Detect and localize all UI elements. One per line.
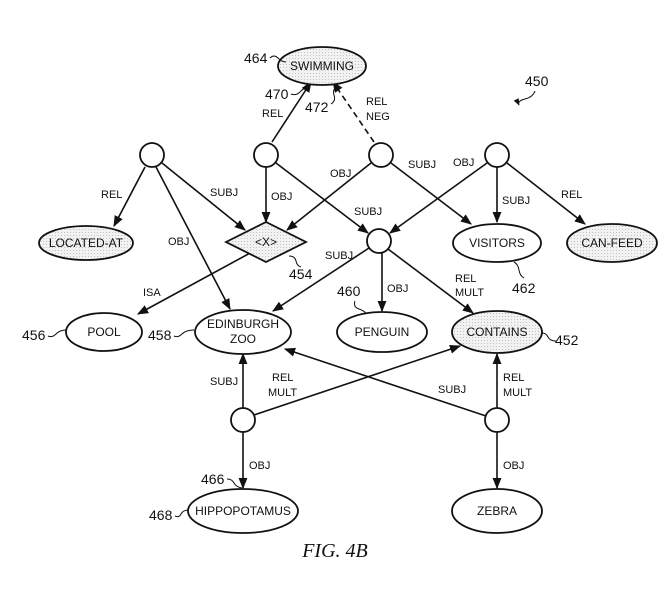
concept-can-feed: CAN-FEED bbox=[566, 223, 658, 263]
edge-c1-located-at bbox=[113, 166, 146, 227]
concept-located-at: LOCATED-AT bbox=[38, 225, 134, 261]
relation-node-6 bbox=[230, 407, 256, 433]
concept-swimming-label: SWIMMING bbox=[290, 59, 354, 73]
concept-edinburgh-zoo-label-1: EDINBURGH bbox=[207, 317, 279, 331]
edge-c4-c5 bbox=[389, 162, 488, 234]
edge-label: REL bbox=[101, 189, 122, 201]
ref-450: 450 bbox=[525, 73, 549, 89]
edge-label: MULT bbox=[268, 387, 297, 399]
concept-penguin-label: PENGUIN bbox=[355, 325, 410, 339]
concept-swimming: SWIMMING bbox=[277, 46, 367, 86]
relation-nodes bbox=[139, 142, 510, 433]
edge-label: SUBJ bbox=[502, 195, 530, 207]
edge-c3-x bbox=[286, 162, 372, 231]
edge-label: REL bbox=[262, 108, 283, 120]
edge-c3-visitors bbox=[390, 162, 472, 225]
relation-node-3 bbox=[368, 142, 394, 168]
ref-456: 456 bbox=[22, 327, 46, 343]
edge-label: REL bbox=[366, 96, 387, 108]
concept-pool: POOL bbox=[65, 312, 143, 352]
ref-462: 462 bbox=[512, 280, 536, 296]
ref-472: 472 bbox=[305, 99, 329, 115]
concept-hippopotamus: HIPPOPOTAMUS bbox=[187, 488, 299, 534]
concept-x-label: <X> bbox=[255, 235, 277, 249]
ref-460: 460 bbox=[337, 283, 361, 299]
edge-label: SUBJ bbox=[354, 206, 382, 218]
edge-x-pool bbox=[137, 251, 253, 315]
ref-464: 464 bbox=[244, 50, 268, 66]
edge-label: NEG bbox=[366, 111, 390, 123]
relation-node-2 bbox=[253, 142, 279, 168]
relation-node-1 bbox=[139, 142, 165, 168]
ref-458: 458 bbox=[148, 327, 172, 343]
concept-visitors: VISITORS bbox=[452, 223, 542, 263]
concept-x: <X> bbox=[223, 220, 309, 264]
edge-label: MULT bbox=[503, 387, 532, 399]
edge-c5-contains bbox=[387, 248, 474, 314]
edge-c4-can-feed bbox=[506, 162, 586, 225]
concept-hippopotamus-label: HIPPOPOTAMUS bbox=[195, 504, 291, 518]
edge-c2-swimming bbox=[271, 81, 312, 143]
edge-x-zoo-subj bbox=[272, 247, 370, 312]
concept-zebra: ZEBRA bbox=[451, 488, 543, 534]
concept-located-at-label: LOCATED-AT bbox=[49, 236, 124, 250]
edge-label: REL bbox=[455, 273, 476, 285]
edge-label: OBJ bbox=[330, 168, 351, 180]
concept-pool-label: POOL bbox=[87, 325, 121, 339]
edge-labels: REL REL NEG REL SUBJ OBJ OBJ SUBJ OBJ SU… bbox=[101, 96, 582, 472]
edge-c3-swimming-neg bbox=[332, 81, 375, 143]
concept-can-feed-label: CAN-FEED bbox=[581, 236, 643, 250]
edge-label: REL bbox=[561, 189, 582, 201]
edge-label: REL bbox=[272, 372, 293, 384]
ref-452: 452 bbox=[555, 332, 579, 348]
relation-node-7 bbox=[484, 407, 510, 433]
edge-c6-contains bbox=[253, 344, 462, 416]
edge-label: OBJ bbox=[387, 283, 408, 295]
edge-c7-zoo bbox=[283, 347, 487, 417]
edge-label: SUBJ bbox=[210, 187, 238, 199]
concept-penguin: PENGUIN bbox=[336, 311, 428, 353]
edge-label: SUBJ bbox=[408, 159, 436, 171]
edge-c1-zoo bbox=[155, 166, 231, 310]
edge-label: OBJ bbox=[453, 157, 474, 169]
edge-label: SUBJ bbox=[210, 376, 238, 388]
edge-label: MULT bbox=[455, 287, 484, 299]
concept-edinburgh-zoo-label-2: ZOO bbox=[230, 332, 256, 346]
concept-contains: CONTAINS bbox=[451, 310, 543, 354]
edge-label: SUBJ bbox=[325, 250, 353, 262]
ref-470: 470 bbox=[265, 86, 289, 102]
ref-454: 454 bbox=[289, 266, 313, 282]
figure-caption: FIG. 4B bbox=[301, 540, 368, 562]
edge-c2-c5 bbox=[275, 162, 369, 234]
edge-label: ISA bbox=[143, 287, 161, 299]
edge-label: OBJ bbox=[249, 460, 270, 472]
concept-zebra-label: ZEBRA bbox=[477, 504, 517, 518]
edge-label: OBJ bbox=[503, 460, 524, 472]
relation-node-5 bbox=[366, 228, 392, 254]
concept-edinburgh-zoo: EDINBURGH ZOO bbox=[194, 309, 292, 355]
ref-466: 466 bbox=[201, 471, 225, 487]
reference-numerals: 464 470 472 450 454 462 456 458 460 452 … bbox=[22, 50, 579, 523]
edge-label: OBJ bbox=[271, 191, 292, 203]
edge-c1-x bbox=[161, 162, 246, 231]
edge-label: OBJ bbox=[168, 236, 189, 248]
edge-label: SUBJ bbox=[438, 384, 466, 396]
concept-contains-label: CONTAINS bbox=[466, 325, 527, 339]
ref-468: 468 bbox=[149, 507, 173, 523]
edges bbox=[113, 81, 586, 490]
concept-visitors-label: VISITORS bbox=[469, 236, 525, 250]
relation-node-4 bbox=[484, 142, 510, 168]
edge-label: REL bbox=[503, 372, 524, 384]
